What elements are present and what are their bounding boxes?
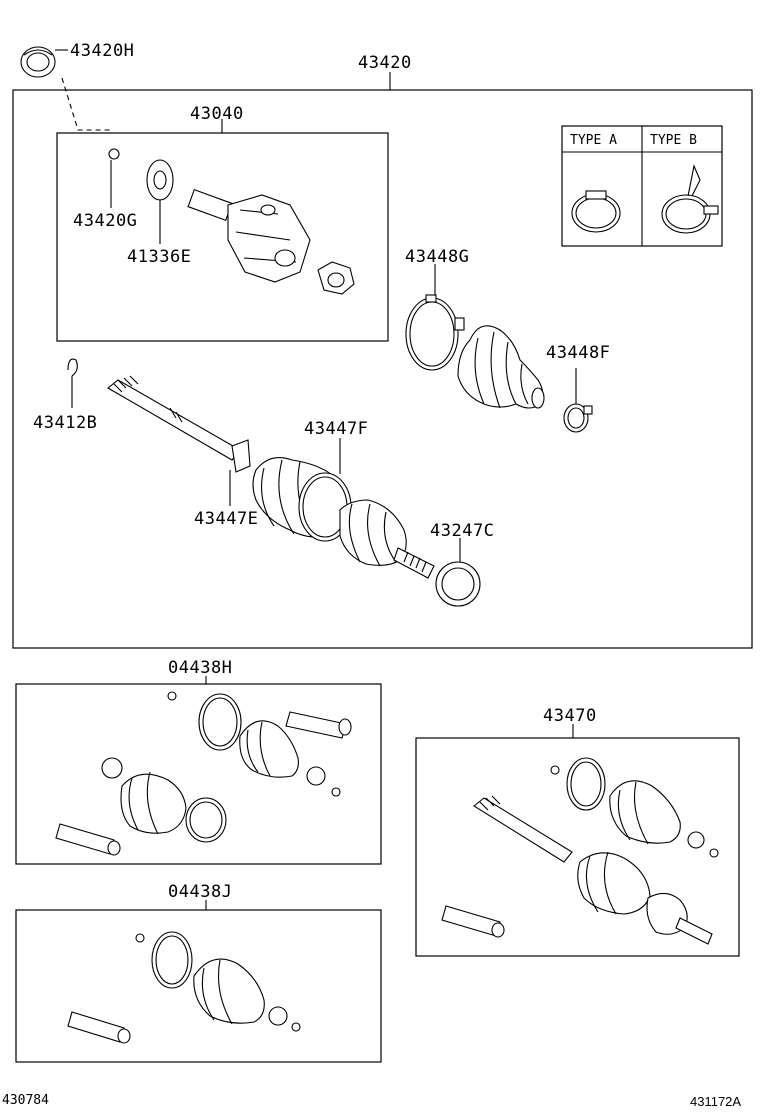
label-04438J: 04438J [168, 882, 232, 902]
part-tripod-joint[interactable] [317, 261, 355, 295]
label-43448F: 43448F [546, 343, 610, 363]
part-outboard-joint[interactable] [339, 499, 435, 579]
type-a-clamp-icon [571, 190, 621, 233]
label-43420H: 43420H [70, 41, 134, 61]
part-43448G-clamp[interactable] [405, 294, 465, 371]
part-41336E-washer[interactable] [146, 159, 174, 201]
label-43412B: 43412B [33, 413, 97, 433]
kit-43470-parts [441, 757, 719, 945]
part-inboard-boot[interactable] [457, 325, 545, 409]
kit-box-04438H [15, 683, 382, 865]
label-43040: 43040 [190, 104, 244, 124]
part-drive-shaft[interactable] [107, 375, 251, 473]
dashed-leader-43420H [61, 77, 110, 131]
label-41336E: 41336E [127, 247, 191, 267]
type-a-label: TYPE A [570, 133, 617, 148]
label-43420: 43420 [358, 53, 412, 73]
kit-box-43470 [415, 737, 740, 957]
label-43470: 43470 [543, 706, 597, 726]
part-43448F-clamp[interactable] [563, 403, 593, 433]
part-inboard-joint-housing[interactable] [187, 188, 311, 283]
kit-box-04438J [15, 909, 382, 1063]
label-43447F: 43447F [304, 419, 368, 439]
type-b-label: TYPE B [650, 133, 697, 148]
assembly-box-43420 [12, 89, 753, 649]
kit-04438J-parts [67, 931, 301, 1044]
kit-04438H-parts [55, 691, 352, 856]
label-43447E: 43447E [194, 509, 258, 529]
label-43420G: 43420G [73, 211, 137, 231]
footer-right-code: 431172A [690, 1094, 741, 1109]
part-43420H-seal[interactable] [20, 46, 56, 78]
type-b-clamp-icon [661, 164, 719, 234]
label-04438H: 04438H [168, 658, 232, 678]
part-43412B-snap-ring[interactable] [67, 358, 78, 377]
part-43247C-seal[interactable] [435, 561, 481, 607]
part-43420G-ring[interactable] [108, 148, 120, 160]
label-43448G: 43448G [405, 247, 469, 267]
part-outboard-boot[interactable] [252, 457, 352, 542]
label-43247C: 43247C [430, 521, 494, 541]
subassembly-box-43040 [56, 132, 389, 342]
type-legend: TYPE A TYPE B [561, 125, 723, 247]
footer-left-code: 430784 [2, 1093, 49, 1108]
